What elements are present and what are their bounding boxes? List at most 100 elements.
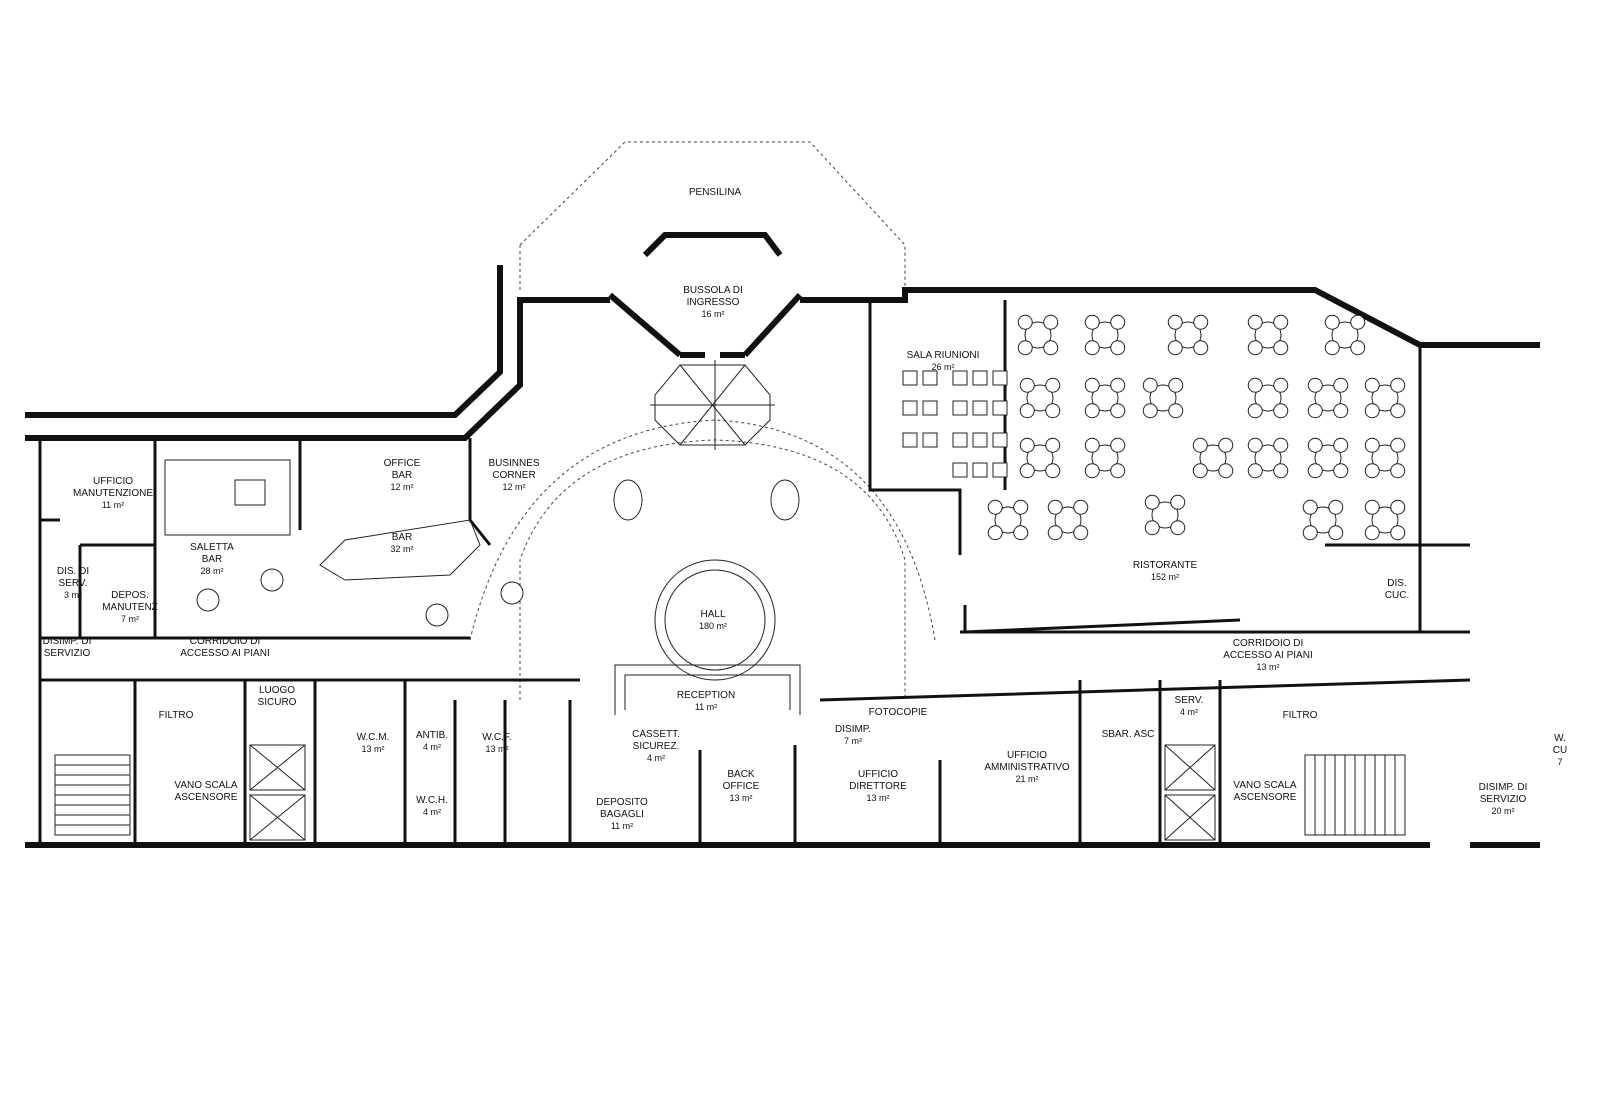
room-name: BAR	[392, 470, 413, 481]
room-name: SALETTA	[190, 542, 234, 553]
room-area: 13 m²	[361, 744, 384, 754]
room-area: 7 m²	[121, 614, 139, 624]
exterior-wall-top-left	[25, 265, 610, 441]
hall-ring-inner	[664, 569, 766, 671]
room-area: 13 m²	[485, 744, 508, 754]
column-right	[770, 479, 800, 521]
restaurant-tables	[196, 314, 1406, 627]
dining-table	[1084, 377, 1126, 419]
dining-table	[1019, 437, 1061, 479]
room-name: CU	[1553, 745, 1567, 756]
room-name: SERV.	[1175, 695, 1204, 706]
room-name: ACCESSO AI PIANI	[1223, 650, 1312, 661]
dining-table	[1144, 494, 1186, 536]
room-name: SERVIZIO	[44, 648, 91, 659]
room-area: 32 m²	[390, 544, 413, 554]
dining-table	[1364, 499, 1406, 541]
room-name: DIRETTORE	[849, 781, 907, 792]
room-name: VANO SCALA	[1233, 780, 1296, 791]
room-name: ASCENSORE	[175, 792, 238, 803]
room-area: 26 m²	[931, 362, 954, 372]
room-area: 4 m²	[423, 807, 441, 817]
partition-ufficio-man	[40, 518, 155, 638]
room-name: MANUTENZ	[102, 602, 158, 613]
room-name: DISIMP. DI	[43, 636, 92, 647]
room-name: CORNER	[492, 470, 535, 481]
room-name: VANO SCALA	[174, 780, 237, 791]
exterior-wall-top-right	[800, 287, 1540, 348]
vestibule-wall	[608, 232, 803, 358]
meeting-chair	[902, 400, 918, 416]
room-area: 13 m²	[729, 793, 752, 803]
room-name: INGRESSO	[687, 297, 740, 308]
room-name: SERVIZIO	[1480, 794, 1527, 805]
room-area: 13 m²	[866, 793, 889, 803]
room-label-filtro-right: FILTRO	[1283, 710, 1318, 721]
room-name: FILTRO	[1283, 710, 1318, 721]
partition-sala-riunioni	[868, 300, 1007, 555]
room-label-disimp: DISIMP.7 m²	[835, 724, 871, 746]
room-name: BUSSOLA DI	[683, 285, 742, 296]
room-name: DEPOS.	[111, 590, 149, 601]
lounge-table	[260, 568, 284, 592]
dining-table	[1307, 437, 1349, 479]
room-name: OFFICE	[384, 458, 421, 469]
room-area: 4 m²	[423, 742, 441, 752]
stair-right	[1304, 754, 1406, 836]
room-label-dis-cuc: DIS.CUC.	[1385, 578, 1409, 601]
room-name: DISIMP.	[835, 724, 871, 735]
room-name: CORRIDOIO DI	[1233, 638, 1304, 649]
room-name: ASCENSORE	[1234, 792, 1297, 803]
room-name: FILTRO	[159, 710, 194, 721]
room-name: ANTIB.	[416, 730, 448, 741]
lounge-table	[500, 581, 524, 605]
room-name: W.C.M.	[357, 732, 390, 743]
room-area: 11 m²	[695, 702, 717, 712]
room-name: BAGAGLI	[600, 809, 644, 820]
room-area: 4 m²	[647, 753, 665, 763]
dining-table	[987, 499, 1029, 541]
corridor-wall-lower	[40, 678, 1471, 702]
dining-table	[1247, 314, 1289, 356]
room-label-fotocopie: FOTOCOPIE	[869, 707, 928, 718]
room-name: RISTORANTE	[1133, 560, 1198, 571]
dining-table	[1047, 499, 1089, 541]
lift-right	[1164, 744, 1216, 841]
dining-table	[1302, 499, 1344, 541]
room-label-wcf: W.C.F.13 m²	[482, 732, 511, 754]
room-label-cassett: CASSETT.SICUREZ.4 m²	[632, 729, 680, 763]
room-label-cut-right: W.CU7	[1553, 733, 1567, 767]
room-name: AMMINISTRATIVO	[984, 762, 1070, 773]
room-label-antib: ANTIB.4 m²	[416, 730, 448, 752]
room-name: SBAR. ASC	[1102, 729, 1155, 740]
room-area: 21 m²	[1015, 774, 1038, 784]
saletta-sofa	[164, 459, 291, 536]
meeting-chair	[902, 370, 918, 386]
room-area: 11 m²	[611, 821, 633, 831]
meeting-chair	[922, 432, 938, 448]
hall-ring-outer	[654, 559, 776, 681]
lounge-table	[425, 603, 449, 627]
dining-table	[1247, 437, 1289, 479]
room-name: UFFICIO	[93, 476, 133, 487]
meeting-chair	[972, 400, 988, 416]
meeting-chair	[972, 462, 988, 478]
room-name: UFFICIO	[858, 769, 898, 780]
room-name: SICURO	[258, 697, 297, 708]
room-label-sbar-asc: SBAR. ASC	[1102, 729, 1155, 740]
dining-table	[1307, 377, 1349, 419]
room-name: ACCESSO AI PIANI	[180, 648, 269, 659]
